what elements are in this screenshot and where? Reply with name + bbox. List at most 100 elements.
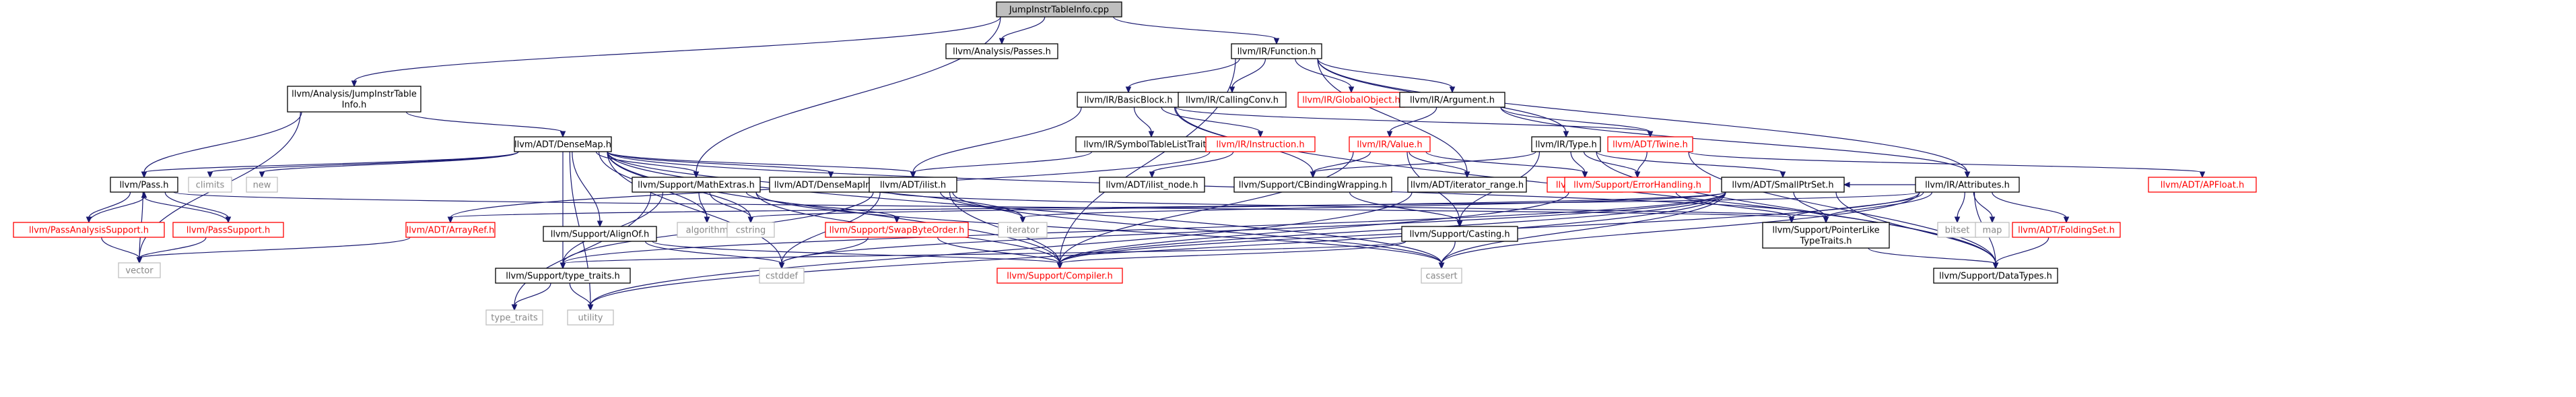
dependency-edge bbox=[405, 111, 564, 133]
graph-node-llvm-analysis-jumpinstrtableinfo-h[interactable]: llvm/Analysis/JumpInstrTableInfo.h bbox=[287, 86, 421, 113]
dependency-edge bbox=[164, 191, 229, 218]
node-label: llvm/ADT/iterator_range.h bbox=[1411, 181, 1524, 191]
dependency-edge bbox=[1500, 106, 1651, 133]
edge-arrowhead bbox=[1989, 216, 1996, 224]
graph-node-llvm-ir-basicblock-h[interactable]: llvm/IR/BasicBlock.h bbox=[1077, 92, 1180, 108]
edge-arrowhead bbox=[704, 216, 710, 224]
node-label: llvm/ADT/DenseMapInfo.h bbox=[774, 181, 887, 191]
dependency-edge bbox=[1022, 191, 1726, 218]
node-box bbox=[485, 309, 543, 326]
dependency-edge bbox=[937, 237, 1060, 264]
node-label: llvm/ADT/ArrayRef.h bbox=[407, 226, 495, 236]
dependency-edge bbox=[1688, 151, 1996, 264]
graph-node-llvm-ir-value-h[interactable]: llvm/IR/Value.h bbox=[1349, 136, 1431, 152]
edge-arrowhead bbox=[141, 191, 147, 198]
dependency-edge bbox=[1161, 106, 1261, 133]
graph-node-llvm-adt-iterator-range-h[interactable]: llvm/ADT/iterator_range.h bbox=[1407, 177, 1527, 193]
edge-arrowhead bbox=[910, 171, 916, 179]
node-box bbox=[118, 262, 161, 278]
dependency-edge bbox=[1425, 151, 1586, 173]
graph-node-llvm-adt-twine-h[interactable]: llvm/ADT/Twine.h bbox=[1607, 136, 1693, 152]
edge-arrowhead bbox=[560, 262, 566, 270]
dependency-edge bbox=[562, 241, 1406, 264]
node-box bbox=[1607, 136, 1693, 152]
dependency-edge bbox=[1312, 151, 1371, 173]
edge-arrowhead bbox=[1992, 262, 1999, 270]
graph-node-utility: utility bbox=[567, 309, 614, 326]
node-box bbox=[998, 222, 1048, 238]
dependency-edge bbox=[1231, 58, 1266, 88]
edge-arrowhead bbox=[1954, 216, 1961, 224]
edge-arrowhead bbox=[778, 262, 785, 270]
dependency-edge bbox=[1312, 151, 1536, 173]
dependency-edge bbox=[569, 282, 591, 306]
graph-node-llvm-support-datatypes-h[interactable]: llvm/Support/DataTypes.h bbox=[1933, 268, 2058, 284]
node-label: llvm/ADT/APFloat.h bbox=[2161, 181, 2244, 191]
dependency-edge bbox=[1637, 151, 1648, 173]
dependency-edge bbox=[698, 191, 708, 218]
node-label: TypeTraits.h bbox=[1799, 237, 1852, 247]
node-box bbox=[287, 86, 421, 113]
graph-node-llvm-passanalysissupport-h[interactable]: llvm/PassAnalysisSupport.h bbox=[13, 222, 165, 238]
node-label: llvm/ADT/ilist_node.h bbox=[1106, 181, 1198, 191]
dependency-edge bbox=[1957, 191, 1965, 218]
graph-node-llvm-pass-h[interactable]: llvm/Pass.h bbox=[110, 177, 178, 193]
graph-node-llvm-adt-densemap-h[interactable]: llvm/ADT/DenseMap.h bbox=[514, 136, 612, 152]
graph-node-llvm-adt-smallptrset-h[interactable]: llvm/ADT/SmallPtrSet.h bbox=[1721, 177, 1845, 193]
dependency-edge bbox=[1583, 151, 1638, 173]
graph-node-llvm-ir-function-h[interactable]: llvm/IR/Function.h bbox=[1231, 43, 1322, 59]
graph-node-llvm-adt-apfloat-h[interactable]: llvm/ADT/APFloat.h bbox=[2148, 177, 2257, 193]
edge-arrowhead bbox=[2199, 171, 2206, 179]
edge-arrowhead bbox=[1647, 131, 1654, 138]
graph-node-llvm-ir-instruction-h[interactable]: llvm/IR/Instruction.h bbox=[1205, 136, 1316, 152]
dependency-edge bbox=[1992, 191, 2067, 218]
graph-node-llvm-support-errorhandling-h[interactable]: llvm/Support/ErrorHandling.h bbox=[1564, 177, 1711, 193]
graph-node-jumpinstrtableinfo-cpp[interactable]: JumpInstrTableInfo.cpp bbox=[996, 1, 1122, 18]
node-label: bitset bbox=[1945, 226, 1970, 236]
graph-node-llvm-ir-callingconv-h[interactable]: llvm/IR/CallingConv.h bbox=[1178, 92, 1287, 108]
edge-arrowhead bbox=[747, 216, 754, 224]
graph-node-llvm-passsupport-h[interactable]: llvm/PassSupport.h bbox=[172, 222, 284, 238]
graph-node-llvm-adt-foldingset-h[interactable]: llvm/ADT/FoldingSet.h bbox=[2012, 222, 2121, 238]
node-label: llvm/Support/SwapByteOrder.h bbox=[829, 226, 965, 236]
node-label: new bbox=[253, 181, 271, 191]
graph-node-llvm-support-alignof-h[interactable]: llvm/Support/AlignOf.h bbox=[543, 226, 657, 242]
graph-node-llvm-support-cbindingwrapping-h[interactable]: llvm/Support/CBindingWrapping.h bbox=[1233, 177, 1392, 193]
node-box bbox=[2012, 222, 2121, 238]
dependency-edge bbox=[572, 151, 601, 222]
dependency-edge bbox=[1151, 151, 1234, 173]
graph-node-llvm-ir-symboltablelisttraits-h[interactable]: llvm/IR/SymbolTableListTraits.h bbox=[1075, 136, 1227, 152]
edge-arrowhead bbox=[998, 38, 1005, 45]
graph-node-llvm-support-swapbyteorder-h[interactable]: llvm/Support/SwapByteOrder.h bbox=[825, 222, 969, 238]
graph-node-llvm-adt-densemapinfo-h[interactable]: llvm/ADT/DenseMapInfo.h bbox=[769, 177, 893, 193]
node-box bbox=[869, 177, 957, 193]
graph-node-llvm-adt-arrayref-h[interactable]: llvm/ADT/ArrayRef.h bbox=[405, 222, 496, 238]
graph-node-llvm-analysis-passes-h[interactable]: llvm/Analysis/Passes.h bbox=[945, 43, 1058, 59]
graph-node-llvm-support-casting-h[interactable]: llvm/Support/Casting.h bbox=[1401, 226, 1518, 242]
node-label: llvm/ADT/FoldingSet.h bbox=[2018, 226, 2115, 236]
node-label: llvm/ADT/SmallPtrSet.h bbox=[1732, 181, 1833, 191]
graph-node-llvm-adt-ilist-h[interactable]: llvm/ADT/ilist.h bbox=[869, 177, 957, 193]
graph-node-llvm-ir-type-h[interactable]: llvm/IR/Type.h bbox=[1531, 136, 1601, 152]
node-box bbox=[1762, 222, 1890, 249]
graph-node-llvm-ir-globalobject-h[interactable]: llvm/IR/GlobalObject.h bbox=[1297, 92, 1405, 108]
dependency-edge bbox=[607, 151, 914, 173]
graph-node-llvm-support-compiler-h[interactable]: llvm/Support/Compiler.h bbox=[996, 268, 1123, 284]
node-label: llvm/Support/Casting.h bbox=[1409, 230, 1510, 240]
dependency-edge bbox=[101, 237, 140, 259]
dependency-edge bbox=[607, 151, 782, 264]
node-box bbox=[1349, 136, 1431, 152]
graph-node-new: new bbox=[246, 177, 278, 193]
graph-node-llvm-adt-ilist-node-h[interactable]: llvm/ADT/ilist_node.h bbox=[1099, 177, 1205, 193]
graph-node-llvm-support-mathextras-h[interactable]: llvm/Support/MathExtras.h bbox=[632, 177, 761, 193]
graph-node-llvm-ir-argument-h[interactable]: llvm/IR/Argument.h bbox=[1399, 92, 1505, 108]
graph-node-llvm-ir-attributes-h[interactable]: llvm/IR/Attributes.h bbox=[1915, 177, 2020, 193]
graph-node-cassert: cassert bbox=[1421, 268, 1462, 284]
dependency-edge bbox=[1596, 151, 1784, 173]
node-label: llvm/IR/GlobalObject.h bbox=[1302, 96, 1400, 106]
graph-node-llvm-support-type-traits-h[interactable]: llvm/Support/type_traits.h bbox=[495, 268, 631, 284]
graph-node-bitset: bitset bbox=[1937, 222, 1977, 238]
node-box bbox=[632, 177, 761, 193]
